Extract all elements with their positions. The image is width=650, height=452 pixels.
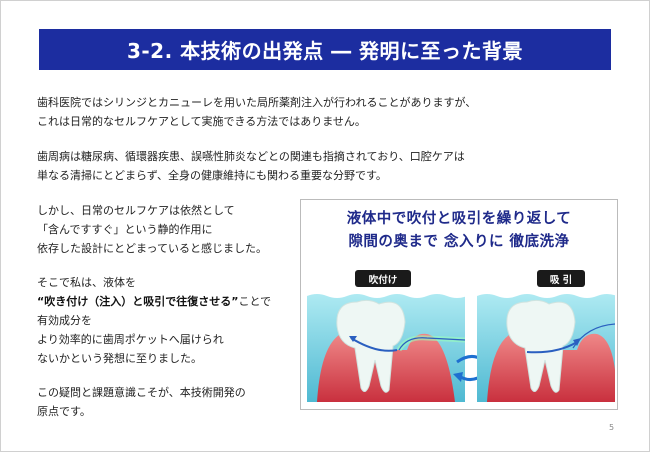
text-line: “吹き付け（注入）と吸引で往復させる”ことで [37, 292, 271, 311]
paragraph-3: しかし、日常のセルフケアは依然として 「含んですすぐ」という静的作用に 依存した… [37, 201, 267, 258]
suction-panel-image [477, 294, 615, 402]
text-line: しかし、日常のセルフケアは依然として [37, 204, 235, 217]
figure-title-line: 隙間の奥まで 念入りに 徹底洗浄 [348, 234, 570, 250]
figure-title-line: 液体中で吹付と吸引を繰り返して [346, 211, 572, 227]
text-line: 「含んですすぐ」という静的作用に [37, 223, 213, 236]
label-suction: 吸 引 [537, 270, 585, 287]
text-line: そこで私は、液体を [37, 276, 136, 289]
text-line: より効率的に歯周ポケットへ届けられ [37, 333, 224, 346]
spray-panel-image [307, 294, 465, 402]
paragraph-1: 歯科医院ではシリンジとカニューレを用いた局所薬剤注入が行われることがありますが、… [37, 93, 476, 131]
cleaning-illustration: 液体中で吹付と吸引を繰り返して 隙間の奥まで 念入りに 徹底洗浄 吹付け 吸 引 [300, 199, 618, 410]
page-number: 5 [609, 423, 615, 432]
text-line: 有効成分を [37, 314, 92, 327]
text-line: この疑問と課題意識こそが、本技術開発の [37, 386, 246, 399]
paragraph-5: この疑問と課題意識こそが、本技術開発の 原点です。 [37, 383, 246, 421]
figure-title: 液体中で吹付と吸引を繰り返して 隙間の奥まで 念入りに 徹底洗浄 [301, 208, 617, 254]
text-line: 単なる清掃にとどまらず、全身の健康維持にも関わる重要な分野です。 [37, 169, 387, 182]
text-line: ないかという発想に至りました。 [37, 352, 202, 365]
text-line: これは日常的なセルフケアとして実施できる方法ではありません。 [37, 115, 366, 128]
text-line: 歯周病は糖尿病、循環器疾患、誤嚥性肺炎などとの関連も指摘されており、口腔ケアは [37, 150, 465, 163]
label-spray: 吹付け [355, 270, 411, 287]
text-span: ことで [238, 295, 272, 308]
text-line: 依存した設計にとどまっていると感じました。 [37, 242, 268, 255]
paragraph-2: 歯周病は糖尿病、循環器疾患、誤嚥性肺炎などとの関連も指摘されており、口腔ケアは … [37, 147, 465, 185]
text-line: 歯科医院ではシリンジとカニューレを用いた局所薬剤注入が行われることがありますが、 [37, 96, 477, 109]
paragraph-4: そこで私は、液体を “吹き付け（注入）と吸引で往復させる”ことで 有効成分を よ… [37, 273, 271, 368]
emphasis-text: “吹き付け（注入）と吸引で往復させる” [37, 295, 239, 308]
slide-title: 3-2. 本技術の出発点 ― 発明に至った背景 [39, 29, 611, 70]
text-line: 原点です。 [37, 405, 91, 418]
